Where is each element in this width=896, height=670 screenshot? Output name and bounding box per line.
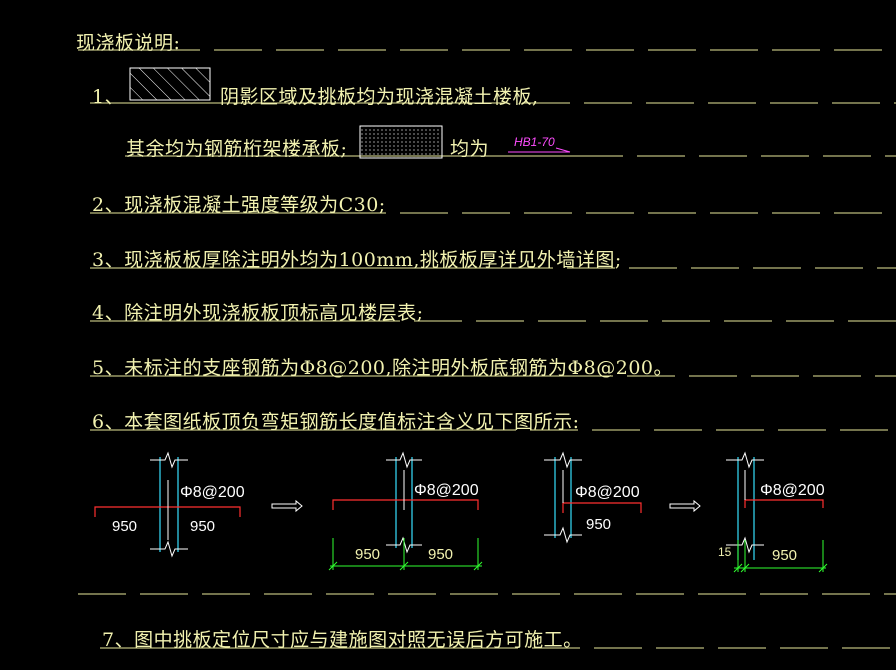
note-1b-text: 其余均为钢筋桁架楼承板; [126, 138, 348, 160]
detail-1: Φ8@200 950 950 [94, 451, 245, 558]
detail-4-right-dim: 950 [772, 547, 797, 564]
detail-1-left-dim: 950 [112, 518, 137, 535]
detail-3-rebar: Φ8@200 [575, 484, 640, 501]
guide-underlines [78, 49, 575, 649]
detail-4-rebar: Φ8@200 [760, 482, 825, 499]
detail-1-right-dim: 950 [190, 518, 215, 535]
note-6: 6、本套图纸板顶负弯矩钢筋长度值标注含义见下图所示: [92, 411, 580, 433]
note-2: 2、现浇板混凝土强度等级为C30; [92, 194, 386, 216]
detail-4-edge-dim: 15 [718, 545, 732, 559]
slab-tag: HB1-70 [508, 135, 571, 153]
notes-title: 现浇板说明: [76, 32, 181, 54]
note-4: 4、除注明外现浇板板顶标高见楼层表; [92, 302, 424, 324]
dot-swatch [359, 125, 443, 159]
detail-3: Φ8@200 950 [544, 451, 642, 544]
arrow-2 [669, 499, 701, 513]
note-1b-tail: 均为 [450, 138, 490, 160]
detail-1-rebar: Φ8@200 [180, 484, 245, 501]
hatch-swatch [129, 67, 211, 101]
detail-2-left-dim: 950 [355, 546, 380, 563]
note-3: 3、现浇板板厚除注明外均为100mm,挑板板厚详见外墙详图; [92, 249, 622, 271]
guide-lines [78, 49, 896, 649]
note-7: 7、图中挑板定位尺寸应与建施图对照无误后方可施工。 [102, 629, 583, 651]
note-1-number: 1、 [92, 86, 125, 108]
detail-4: Φ8@200 15 950 [718, 451, 828, 573]
detail-3-right-dim: 950 [586, 516, 611, 533]
detail-2-right-dim: 950 [428, 546, 453, 563]
detail-2: Φ8@200 950 950 [328, 451, 483, 571]
note-1-text: 阴影区域及挑板均为现浇混凝土楼板, [220, 86, 539, 108]
arrow-1 [271, 499, 303, 513]
slab-tag-label: HB1-70 [514, 135, 555, 149]
detail-2-rebar: Φ8@200 [414, 482, 479, 499]
note-5: 5、未标注的支座钢筋为Φ8@200,除注明外板底钢筋为Φ8@200。 [92, 357, 673, 379]
